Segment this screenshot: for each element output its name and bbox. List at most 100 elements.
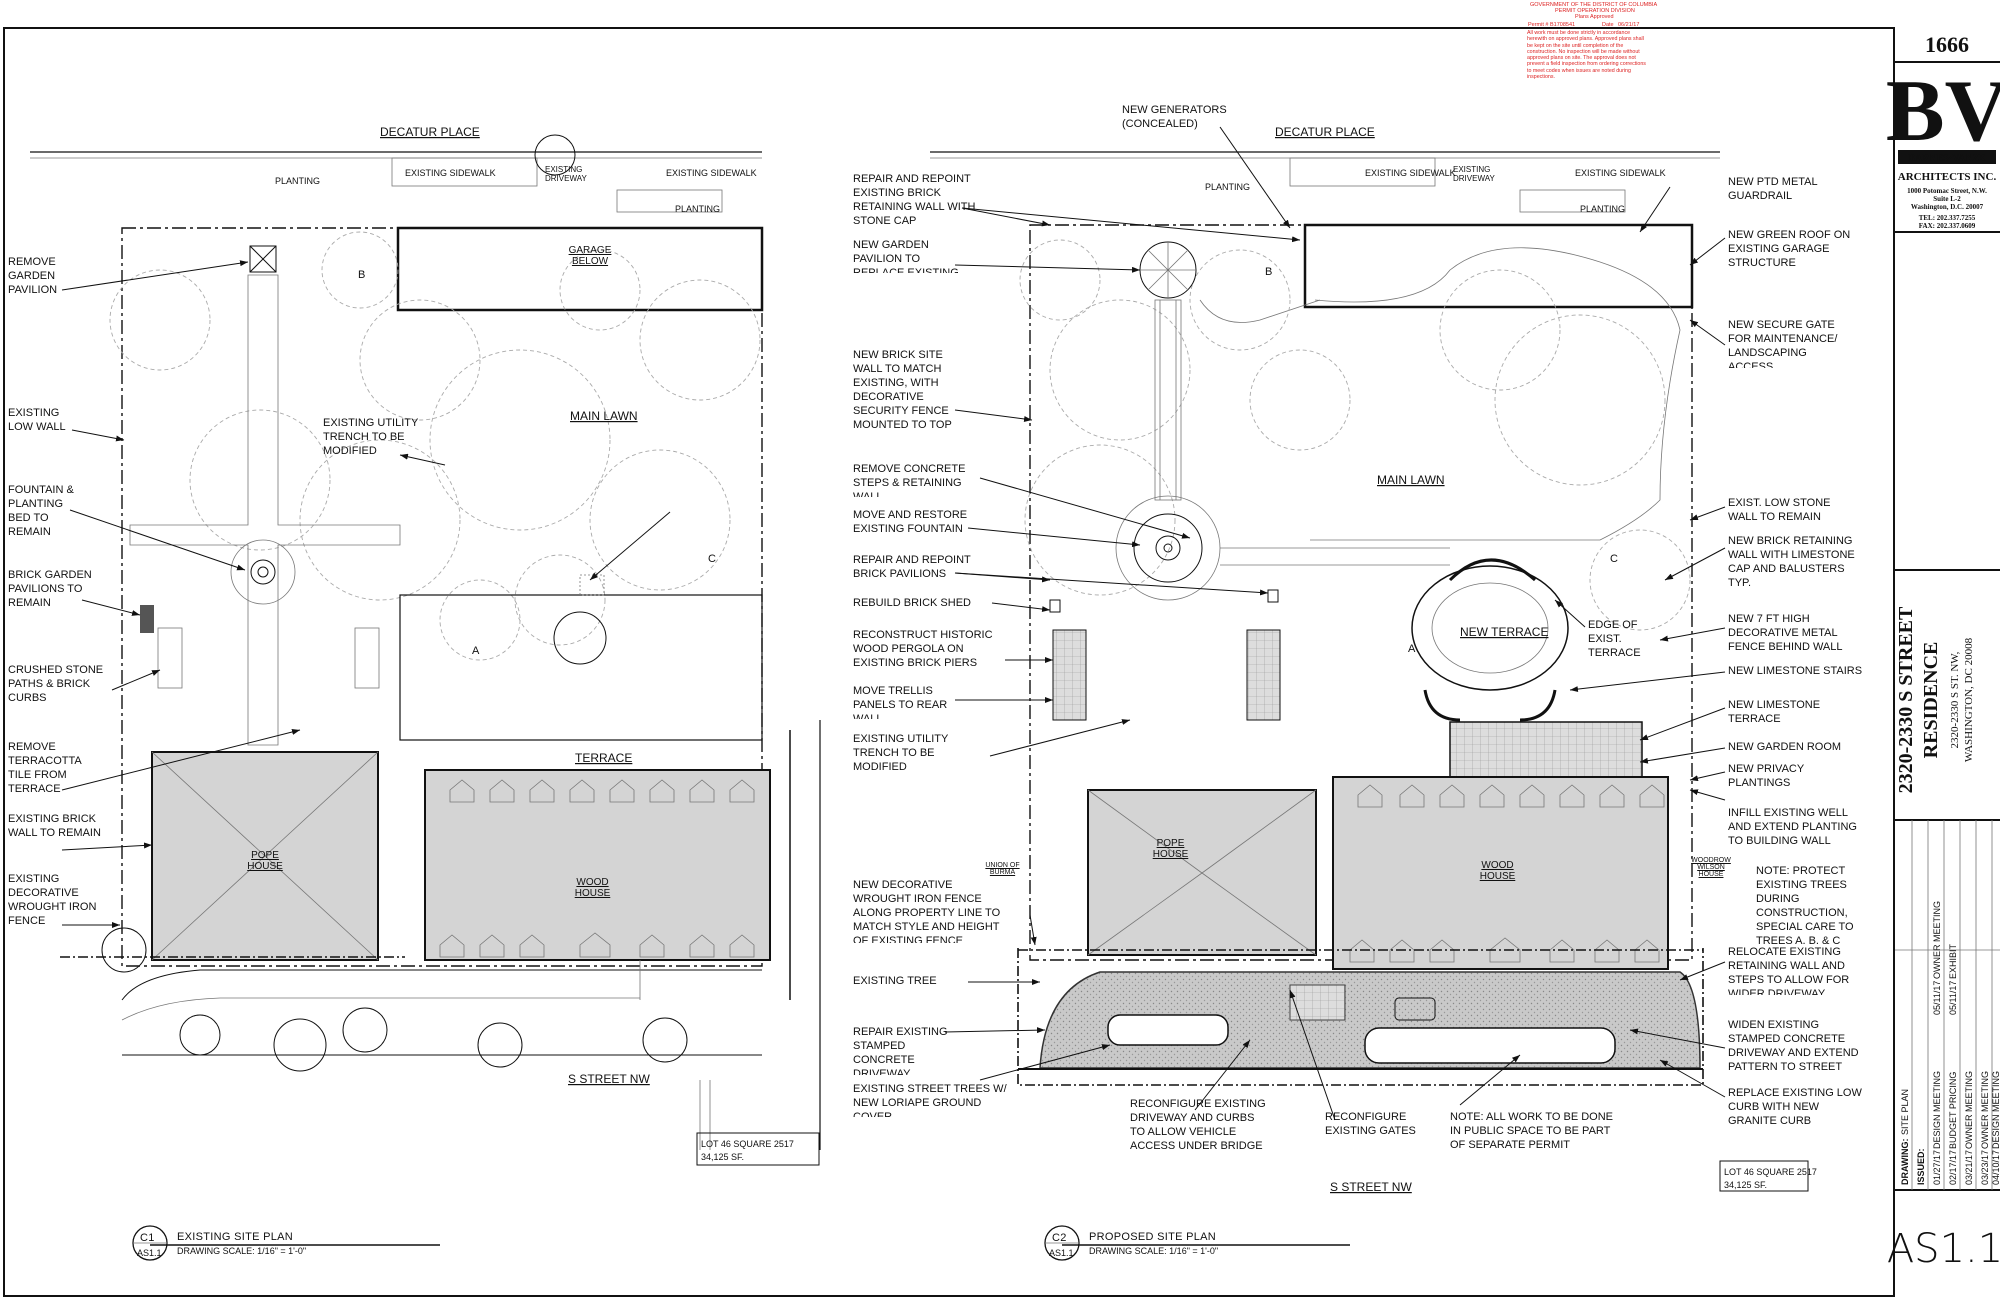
note-metal-fence: NEW 7 FT HIGH DECORATIVE METAL FENCE BEH…: [1728, 613, 1843, 653]
note-brick-shed: REBUILD BRICK SHED: [853, 597, 971, 609]
note-widen-driveway: WIDEN EXISTING STAMPED CONCRETE DRIVEWAY…: [1728, 1019, 1859, 1073]
firm-logo: BV: [1886, 63, 2000, 160]
issue-row: 05/11/17 OWNER MEETING: [1932, 901, 1942, 1015]
existing-lot: LOT 46 SQUARE 2517: [701, 1139, 794, 1149]
existing-wood-label: WOOD HOUSE: [574, 877, 611, 899]
note-guardrail: NEW PTD METAL GUARDRAIL: [1728, 176, 1818, 202]
existing-street-top: DECATUR PLACE: [380, 125, 480, 139]
proposed-planting-1: PLANTING: [1205, 182, 1250, 192]
note-remove-pavilion: REMOVE GARDEN PAVILION: [8, 256, 58, 296]
note-reconfigure-driveway: RECONFIGURE EXISTING DRIVEWAY AND CURBS …: [1130, 1098, 1266, 1152]
proposed-plan-title: PROPOSED SITE PLAN: [1089, 1231, 1216, 1243]
existing-tree-a: A: [472, 645, 480, 657]
drawing-name: SITE PLAN: [1900, 1089, 1910, 1135]
existing-sidewalk-2: EXISTING SIDEWALK: [666, 168, 757, 178]
note-public-space: NOTE: ALL WORK TO BE DONE IN PUBLIC SPAC…: [1450, 1111, 1614, 1151]
issue-date: 05/11/17: [1932, 981, 1942, 1015]
note-limestone-stairs: NEW LIMESTONE STAIRS: [1728, 665, 1863, 677]
stamp-dept: PERMIT OPERATION DIVISION: [1555, 8, 1635, 14]
existing-notes: REMOVE GARDEN PAVILION EXISTING LOW WALL…: [8, 256, 103, 927]
existing-area: 34,125 SF.: [701, 1152, 744, 1162]
existing-planting-2: PLANTING: [675, 204, 720, 214]
proposed-wood-box: WOOD HOUSE: [1479, 860, 1516, 882]
proposed-tree-a: A: [1408, 643, 1416, 655]
note-infill-well: INFILL EXISTING WELL AND EXTEND PLANTING…: [1728, 807, 1857, 847]
project-address-1: 2320-2330 S ST. NW,: [1949, 651, 1961, 748]
union-of-burma-label: UNION OF BURMA: [985, 862, 1020, 876]
note-brick-pavilions: BRICK GARDEN PAVILIONS TO REMAIN: [8, 569, 92, 609]
stamp-permit-no: B1708541: [1550, 22, 1575, 28]
issue-row: 04/10/17 DESIGN MEETING: [1991, 1071, 2000, 1185]
issue-row: 03/21/17 OWNER MEETING: [1964, 1071, 1974, 1185]
existing-driveway-label: EXISTING DRIVEWAY: [545, 165, 587, 183]
existing-trench-box: EXISTING UTILITY TRENCH TO BE MODIFIED: [323, 417, 418, 457]
woodrow-wilson-label: WOODROW WILSON HOUSE: [1691, 857, 1731, 878]
note-wrought-iron: NEW DECORATIVE WROUGHT IRON FENCE ALONG …: [853, 879, 1001, 943]
issue-desc: OWNER MEETING: [1980, 1071, 1990, 1149]
existing-tree-b: B: [358, 269, 366, 281]
proposed-driveway-label: EXISTING DRIVEWAY: [1453, 165, 1495, 183]
existing-title-no: C1: [140, 1232, 155, 1244]
note-iron-fence: EXISTING DECORATIVE WROUGHT IRON FENCE: [8, 873, 97, 927]
note-repair-driveway: REPAIR EXISTING STAMPED CONCRETE DRIVEWA…: [853, 1026, 948, 1075]
firm-name-1: BARNES·VANZE: [1908, 153, 1986, 164]
edge-terrace-box: EDGE OF EXIST. TERRACE: [1588, 619, 1641, 659]
proposed-left-notes: NEW GENERATORS (CONCEALED) REPAIR AND RE…: [853, 104, 1227, 1117]
issue-row: 01/27/17 DESIGN MEETING: [1932, 1071, 1942, 1185]
stamp-date: 06/21/17: [1618, 22, 1639, 28]
proposed-driveway-box: EXISTING DRIVEWAY: [1453, 165, 1495, 183]
note-secure-gate: NEW SECURE GATE FOR MAINTENANCE/ LANDSCA…: [1728, 319, 1838, 368]
stamp-title: GOVERNMENT OF THE DISTRICT OF COLUMBIA: [1530, 2, 1657, 8]
note-retaining-wall: REPAIR AND REPOINT EXISTING BRICK RETAIN…: [853, 173, 976, 227]
stamp-status: Plans Approved: [1575, 14, 1614, 20]
proposed-street-bottom: S STREET NW: [1330, 1180, 1412, 1194]
firm-name-2: ARCHITECTS INC.: [1898, 171, 1997, 183]
project-number: 1666: [1925, 32, 1969, 57]
note-trellis: MOVE TRELLIS PANELS TO REAR WALL: [853, 685, 948, 719]
existing-garage-box: GARAGE BELOW: [569, 245, 612, 267]
issued-label: ISSUED:: [1916, 1148, 1926, 1185]
edge-terrace-note: EDGE OF EXIST. TERRACE: [1588, 619, 1641, 659]
proposed-street-top: DECATUR PLACE: [1275, 125, 1375, 139]
proposed-sidewalk-1: EXISTING SIDEWALK: [1365, 168, 1456, 178]
issue-row: 02/17/17 BUDGET PRICING: [1948, 1072, 1958, 1185]
stamp-note-box: All work must be done strictly in accord…: [1527, 30, 1646, 80]
project-title-2: RESIDENCE: [1920, 642, 1942, 759]
proposed-wood-label: WOOD HOUSE: [1479, 860, 1516, 882]
existing-terrace-label: TERRACE: [575, 751, 632, 765]
note-remove-steps: REMOVE CONCRETE STEPS & RETAINING WALL: [853, 463, 966, 497]
proposed-leaders: [944, 126, 1726, 1121]
proposed-title-no: C2: [1052, 1232, 1067, 1244]
note-limestone-terrace: NEW LIMESTONE TERRACE: [1728, 699, 1821, 725]
note-low-wall: EXISTING LOW WALL: [8, 407, 66, 433]
issue-date: 03/23/17: [1980, 1150, 1990, 1185]
union-box: UNION OF BURMA: [985, 862, 1020, 876]
existing-pope-label: POPE HOUSE: [247, 850, 283, 872]
issue-date: 01/27/17: [1932, 1150, 1942, 1185]
note-relocate-wall: RELOCATE EXISTING RETAINING WALL AND STE…: [1728, 946, 1850, 995]
issue-desc: EXHIBIT: [1948, 943, 1958, 979]
issue-desc: BUDGET PRICING: [1948, 1072, 1958, 1149]
existing-driveway-box: EXISTING DRIVEWAY: [545, 165, 587, 183]
existing-tree-c: C: [708, 553, 716, 565]
note-fountain: FOUNTAIN & PLANTING BED TO REMAIN: [8, 484, 74, 538]
sheet-number: AS1.1: [1887, 1226, 2000, 1272]
drawing-label: DRAWING:: [1900, 1139, 1910, 1186]
note-green-roof: NEW GREEN ROOF ON EXISTING GARAGE STRUCT…: [1728, 229, 1851, 269]
proposed-pope-label: POPE HOUSE: [1152, 838, 1189, 860]
existing-sidewalk-1: EXISTING SIDEWALK: [405, 168, 496, 178]
proposed-lot: LOT 46 SQUARE 2517: [1724, 1167, 1817, 1177]
firm-tel: TEL: 202.337.7255: [1919, 214, 1976, 222]
wilson-box: WOODROW WILSON HOUSE: [1691, 857, 1731, 878]
firm-fax: FAX: 202.337.0609: [1919, 222, 1976, 230]
issue-desc: OWNER MEETING: [1932, 901, 1942, 979]
note-brick-wall: EXISTING BRICK WALL TO REMAIN: [8, 813, 101, 839]
issue-desc: DESIGN MEETING: [1932, 1071, 1942, 1149]
proposed-sidewalk-2: EXISTING SIDEWALK: [1575, 168, 1666, 178]
proposed-site-plan: [930, 151, 1720, 1086]
proposed-new-terrace: NEW TERRACE: [1460, 625, 1548, 639]
note-low-stone-wall: EXIST. LOW STONE WALL TO REMAIN: [1728, 497, 1831, 523]
title-block: [1893, 28, 2000, 1296]
note-new-pavilion: NEW GARDEN PAVILION TO REPLACE EXISTING: [853, 239, 959, 273]
